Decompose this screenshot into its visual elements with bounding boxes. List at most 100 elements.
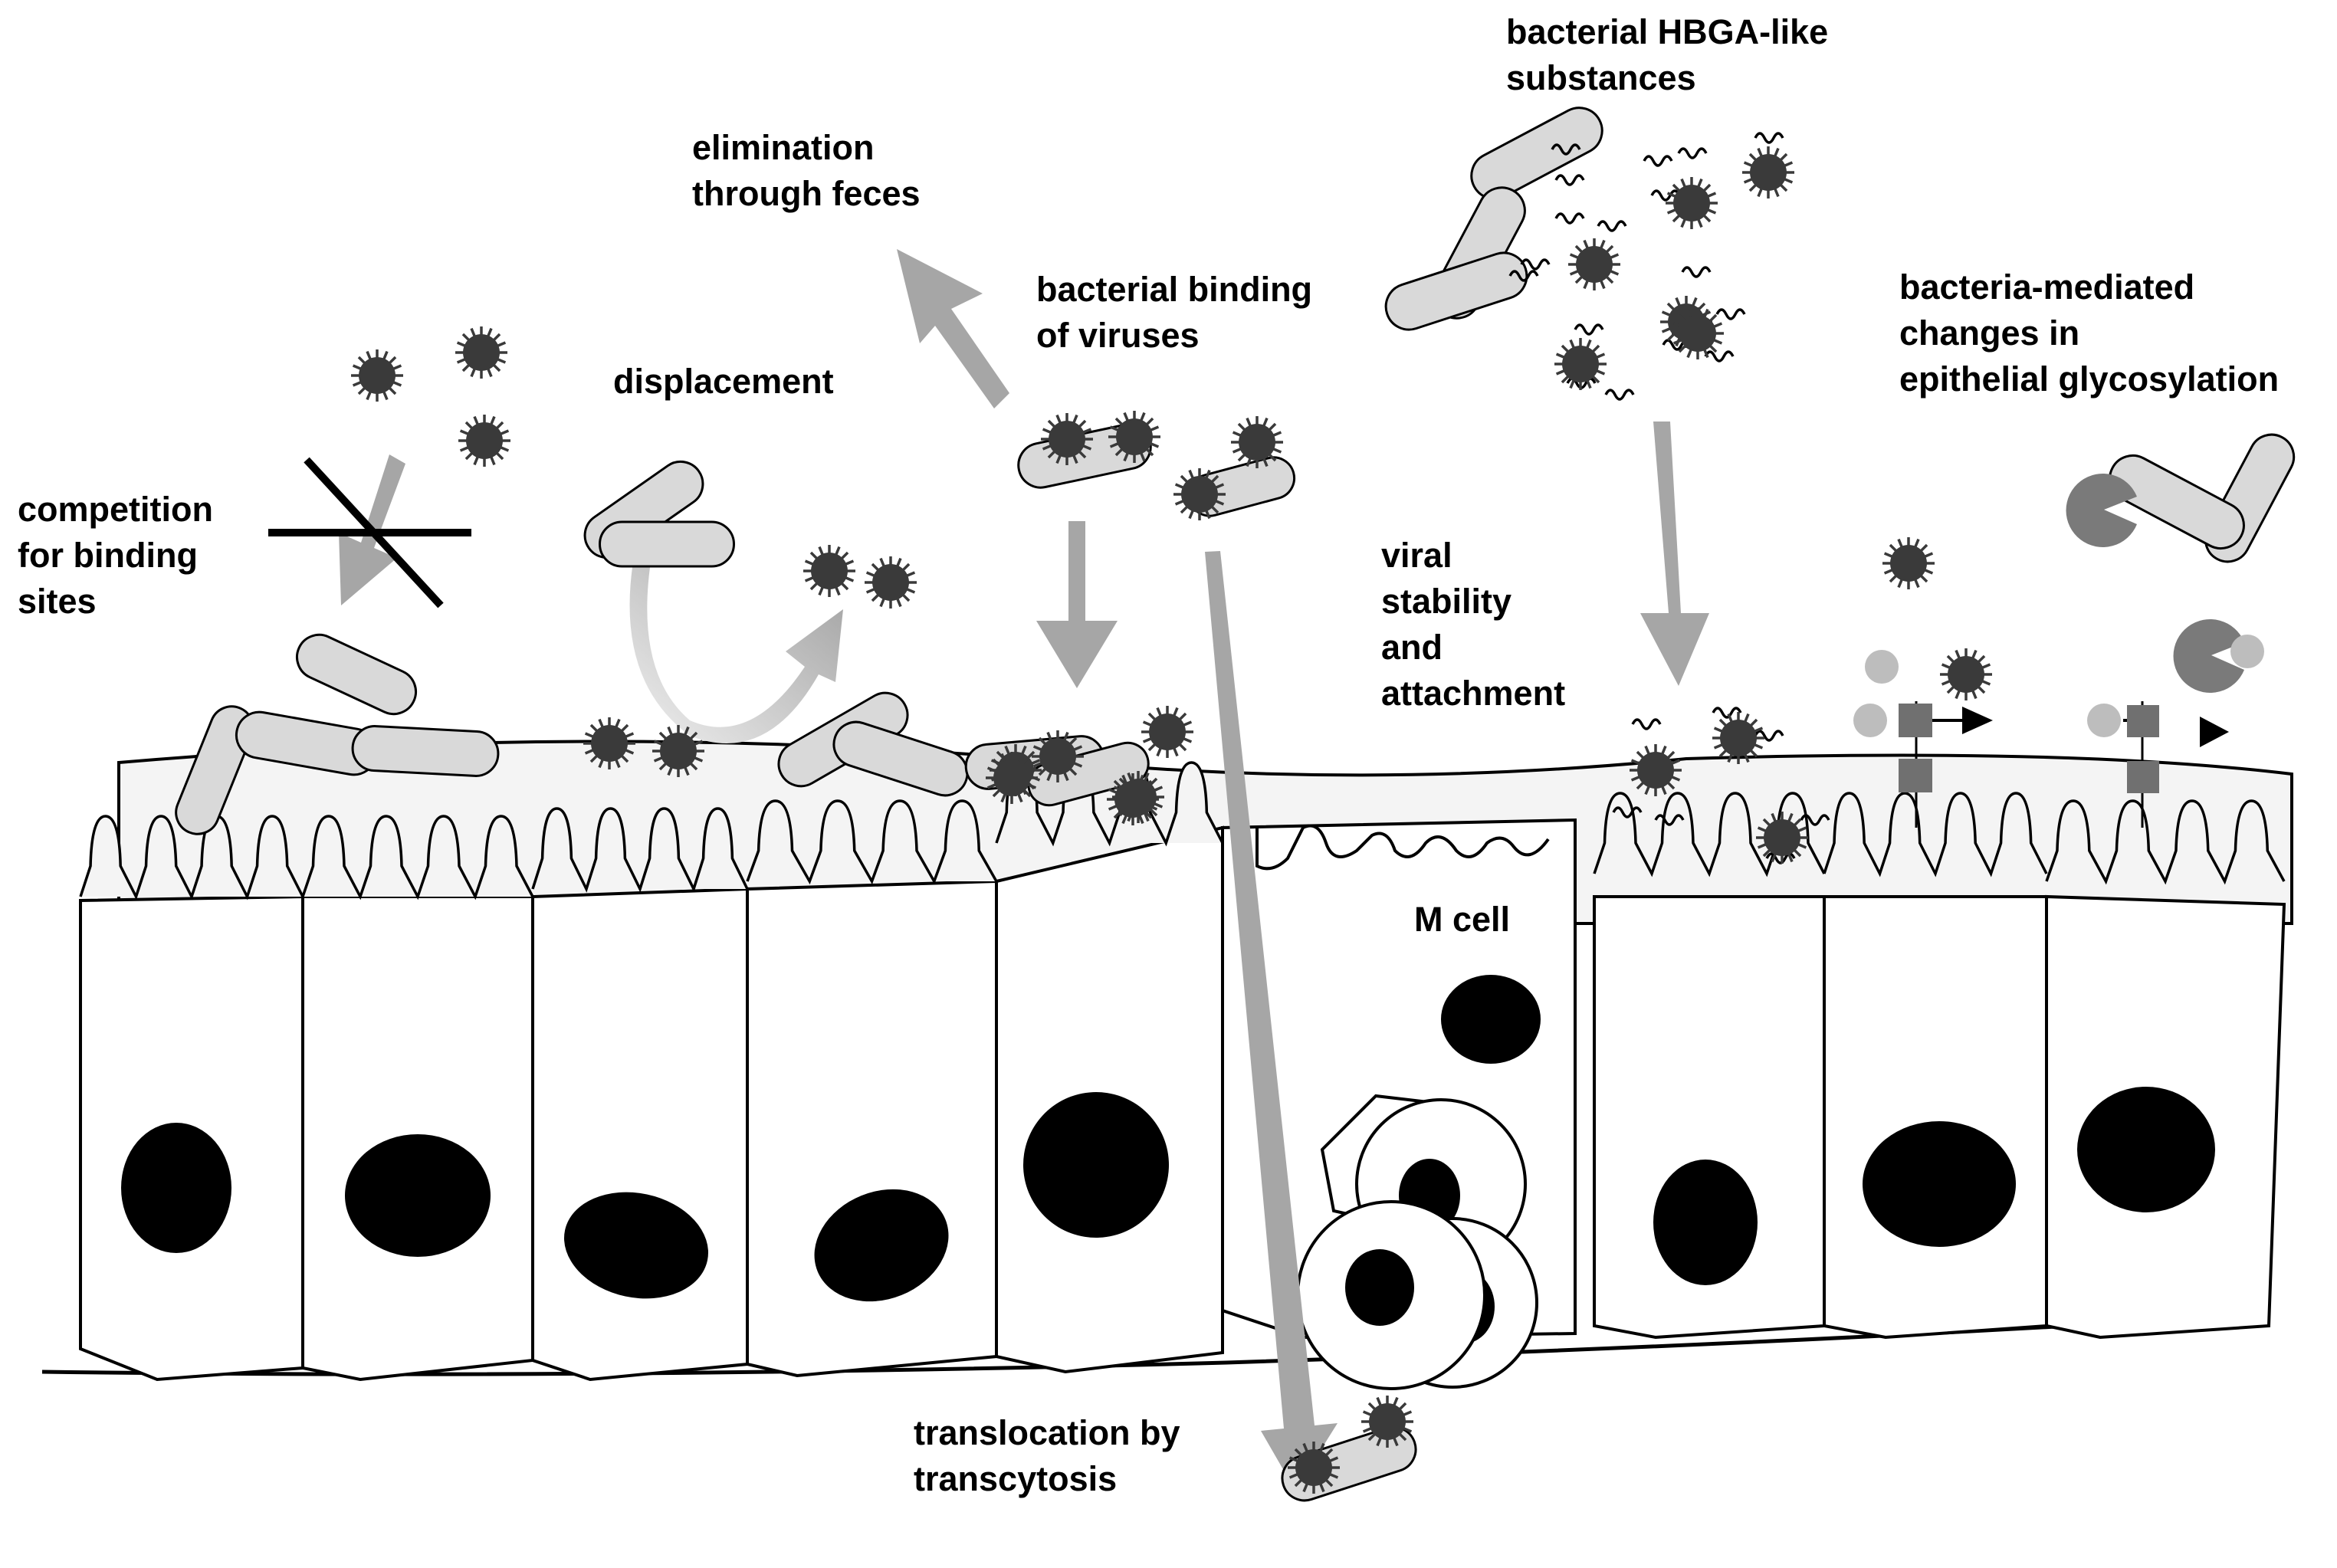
elimination-arrow — [897, 249, 1009, 408]
virus-icon — [1940, 648, 1992, 700]
hbga-squiggle-icon — [1712, 707, 1742, 719]
label-competition: competition for binding sites — [18, 487, 213, 625]
label-line: stability — [1381, 582, 1512, 621]
hbga-squiggle-icon — [1574, 323, 1604, 336]
glycosidase-icon — [2173, 619, 2244, 693]
m-cell-surface — [1255, 824, 1550, 871]
glycan-square-icon — [1899, 704, 1932, 737]
epithelial-cells — [79, 818, 2286, 1382]
epithelial-cell — [746, 879, 998, 1378]
hbga-squiggle-icon — [1800, 814, 1830, 826]
label-line: sites — [18, 582, 97, 621]
microvillus — [1823, 792, 2048, 877]
label-line: transcytosis — [914, 1459, 1118, 1498]
label-line: translocation by — [914, 1413, 1180, 1452]
hbga-squiggle-icon — [1508, 270, 1539, 282]
hbga-squiggle-icon — [1631, 718, 1662, 730]
hbga-squiggle-icon — [1551, 143, 1581, 156]
glycan-light-icon — [1865, 650, 1899, 684]
virus-icon — [803, 545, 855, 597]
bacterium-icon — [296, 633, 417, 716]
blocked-cross-icon — [268, 457, 471, 609]
epithelial-cell — [1593, 895, 1826, 1340]
hbga-squiggle-icon — [1754, 132, 1784, 144]
label-line: substances — [1506, 58, 1696, 97]
virus-icon — [1666, 177, 1718, 229]
glycan-light-icon — [2087, 704, 2121, 737]
label-line: changes in — [1899, 313, 2080, 353]
hbga-squiggle-icon — [1554, 212, 1585, 225]
transcytosis-arrow — [1205, 551, 1338, 1491]
microvilli — [79, 761, 2286, 900]
glycan-square-icon — [1899, 759, 1932, 792]
virus-icon — [458, 415, 510, 467]
virus-icon — [865, 556, 917, 609]
microvillus — [746, 799, 998, 885]
virus-icon — [1041, 413, 1093, 465]
label-bacterial-binding: bacterial binding of viruses — [1036, 267, 1312, 359]
label-hbga: bacterial HBGA-like substances — [1506, 9, 1828, 101]
virus-icon — [1672, 307, 1724, 359]
label-viral-stability: viral stability and attachment — [1381, 533, 1565, 717]
bacterium-icon — [1027, 741, 1150, 807]
glycan-receptors — [1853, 635, 2264, 828]
hbga-squiggle-icon — [1612, 806, 1643, 818]
nucleus — [1863, 1121, 2016, 1247]
displacement-arrow — [629, 567, 843, 743]
virus-icon — [652, 725, 704, 777]
nucleus — [1653, 1160, 1758, 1285]
virus-icon — [1568, 238, 1620, 290]
lymphocytes — [1296, 1094, 1538, 1390]
virus-icon — [1742, 146, 1794, 198]
virus-icon — [1112, 771, 1164, 823]
virus-icon — [1141, 706, 1193, 758]
label-m-cell: M cell — [1414, 897, 1510, 943]
label-line: and — [1381, 628, 1443, 667]
virus-icon — [351, 349, 403, 402]
virus-icon — [583, 717, 635, 769]
viruses — [351, 146, 1992, 1494]
virus-icon — [1173, 468, 1226, 520]
bacterium-icon — [1384, 251, 1528, 331]
bacterium-icon — [2109, 454, 2245, 550]
label-line: for binding — [18, 536, 198, 575]
virus-icon — [1361, 1396, 1413, 1448]
hbga-squiggle-icon — [1650, 189, 1681, 202]
nucleus — [1023, 1092, 1169, 1238]
label-line: epithelial glycosylation — [1899, 359, 2280, 399]
label-line: attachment — [1381, 674, 1566, 713]
lymphocyte-nucleus — [1345, 1249, 1414, 1326]
microvillus — [531, 807, 749, 893]
microvillus — [79, 815, 304, 900]
virus-icon — [1231, 416, 1283, 468]
label-translocation: translocation by transcytosis — [914, 1410, 1180, 1502]
hbga-squiggle-icon — [1704, 350, 1735, 362]
hbga-squiggle-icon — [1554, 174, 1585, 186]
label-line: bacteria-mediated — [1899, 267, 2195, 307]
hbga-squiggle-icon — [1677, 147, 1708, 159]
label-displacement: displacement — [613, 359, 834, 405]
glycan-triangle-icon — [1962, 707, 1993, 734]
hbga-squiggle-icon — [1520, 258, 1551, 271]
label-line: viral — [1381, 536, 1452, 575]
label-line: through feces — [692, 174, 921, 213]
bacterium-icon — [351, 725, 500, 777]
label-line: displacement — [613, 362, 834, 401]
label-line: of viruses — [1036, 316, 1200, 355]
glycosidase-enzymes — [2066, 474, 2244, 693]
hbga-squiggle-icon — [1604, 389, 1635, 401]
label-line: M cell — [1414, 900, 1511, 939]
nucleus — [814, 1189, 949, 1302]
label-line: bacterial HBGA-like — [1506, 12, 1829, 51]
process-arrows — [339, 249, 1709, 1491]
label-elimination: elimination through feces — [692, 125, 921, 217]
nucleus — [121, 1123, 231, 1253]
glycan-square-icon — [2127, 705, 2159, 737]
nucleus — [2077, 1087, 2215, 1212]
glycan-triangle-icon — [2200, 717, 2229, 747]
label-glycosylation: bacteria-mediated changes in epithelial … — [1899, 264, 2279, 402]
label-line: competition — [18, 490, 213, 529]
bacterium-icon — [175, 705, 254, 835]
virus-icon — [1882, 537, 1935, 589]
